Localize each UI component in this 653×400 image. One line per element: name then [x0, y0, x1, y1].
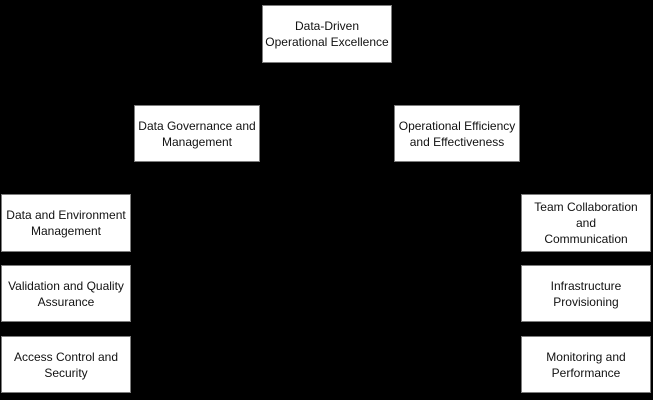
node-data-driven-operational-excellence: Data-Driven Operational Excellence [262, 5, 392, 63]
node-access-control-and-security: Access Control and Security [1, 336, 131, 393]
node-infrastructure-provisioning: Infrastructure Provisioning [521, 265, 651, 322]
node-monitoring-and-performance: Monitoring and Performance [521, 336, 651, 393]
node-data-and-environment-management: Data and Environment Management [1, 194, 131, 252]
node-validation-and-quality-assurance: Validation and Quality Assurance [1, 265, 131, 322]
node-team-collaboration-and-communication: Team Collaboration and Communication [521, 194, 651, 252]
node-operational-efficiency-and-effectiveness: Operational Efficiency and Effectiveness [394, 105, 520, 162]
node-data-governance-and-management: Data Governance and Management [134, 105, 260, 162]
